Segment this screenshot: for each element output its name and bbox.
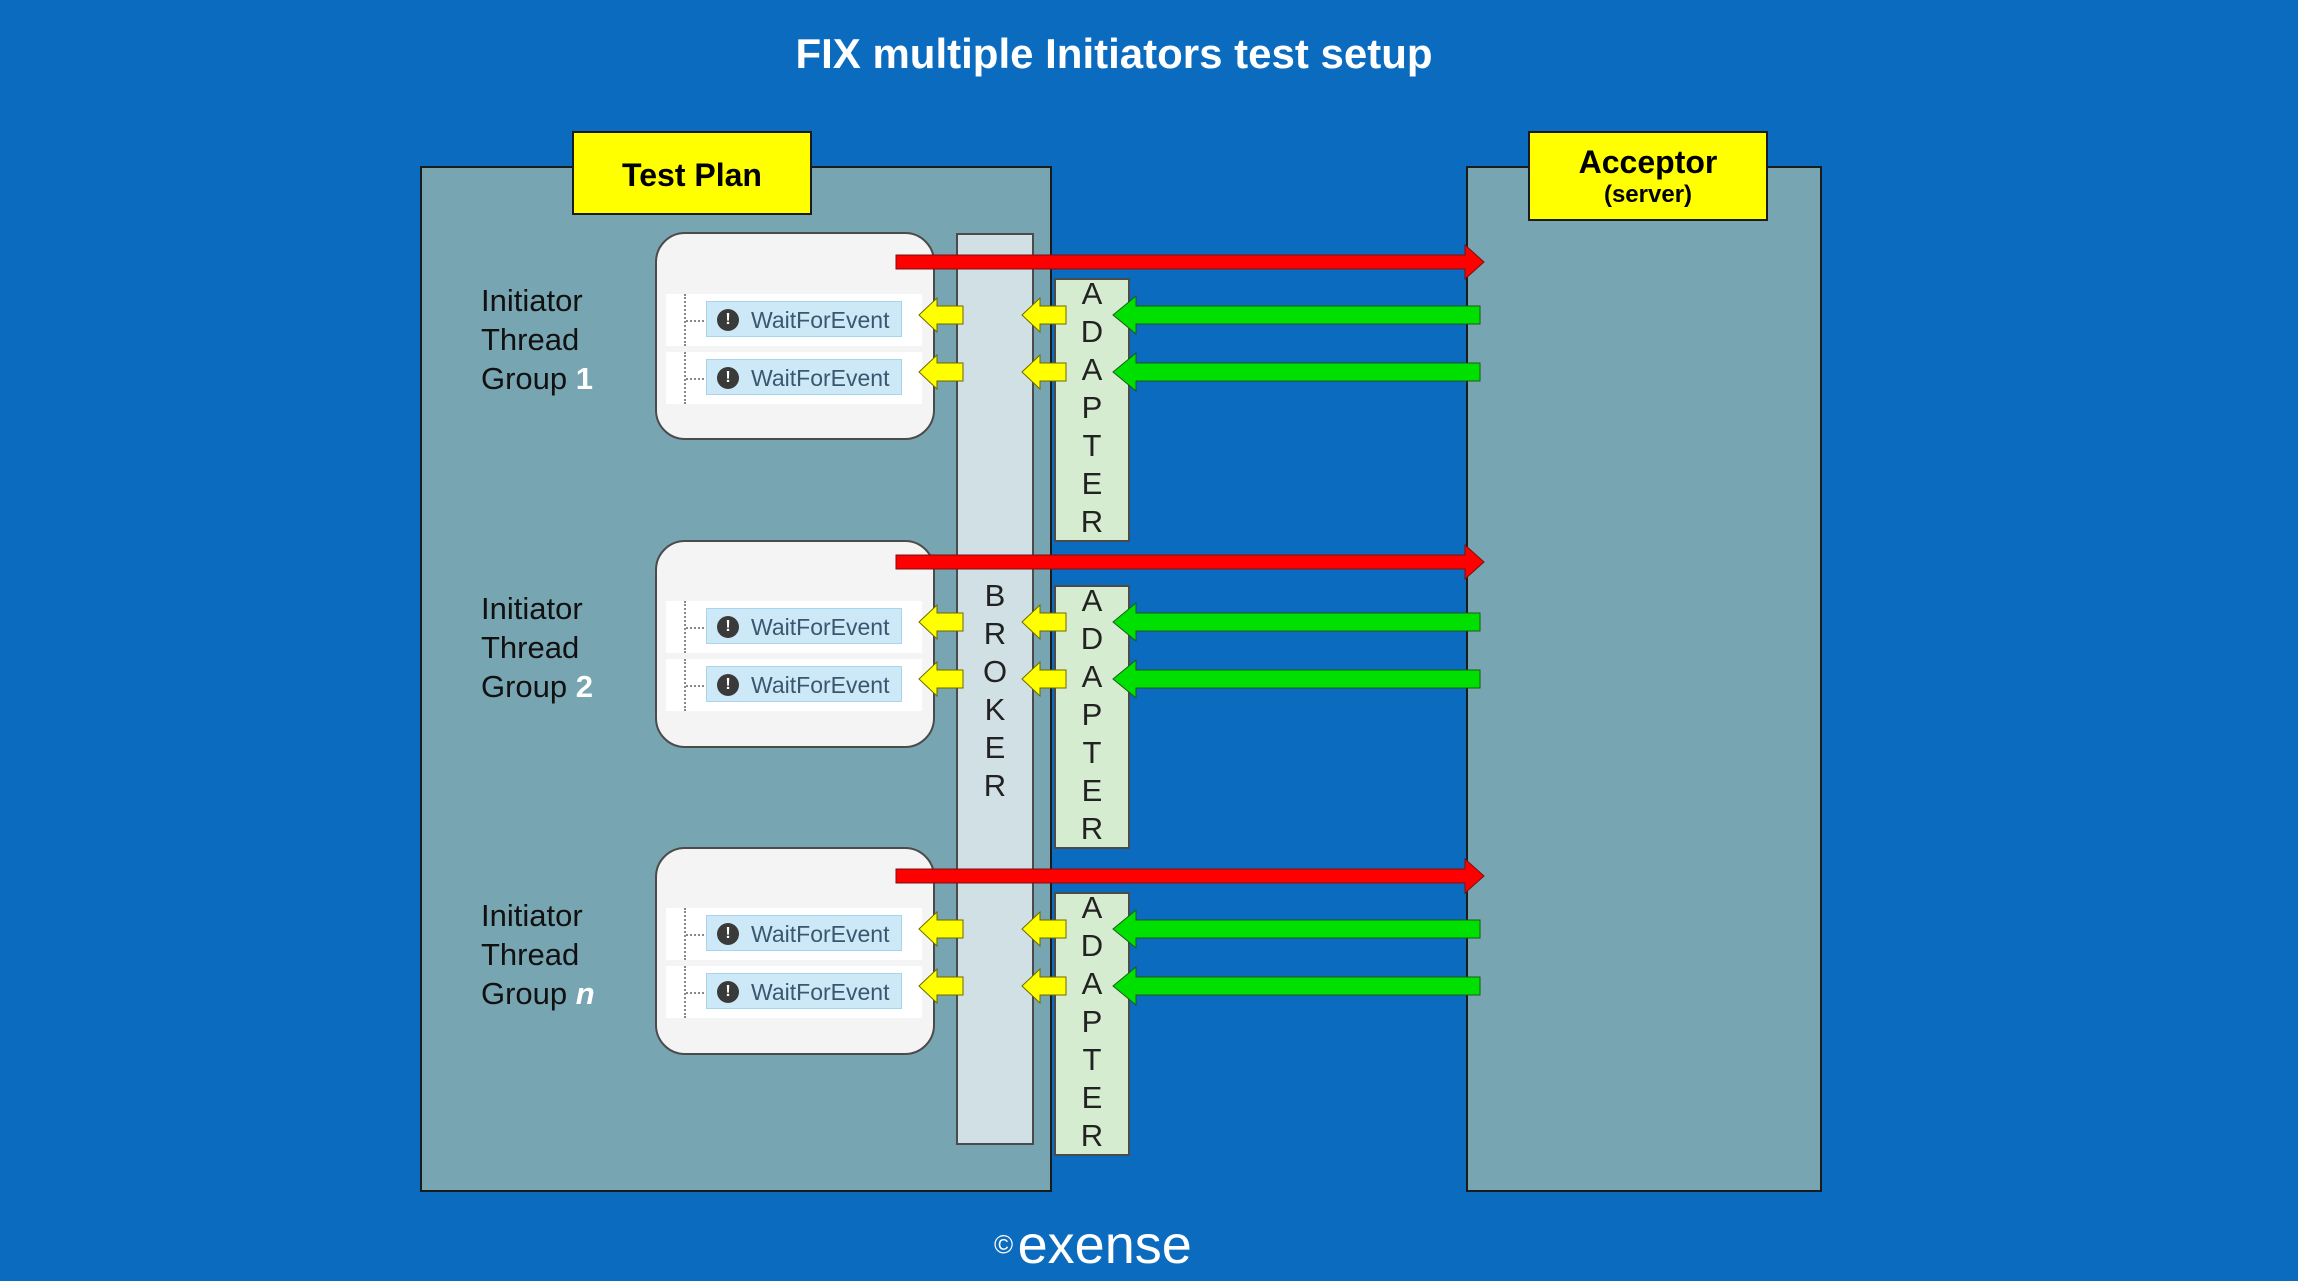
tree-connector — [686, 378, 704, 380]
acceptor-label: Acceptor (server) — [1528, 131, 1768, 221]
group-label-line: Initiator — [481, 283, 583, 318]
adapter-box-2 — [1054, 585, 1130, 849]
event-row[interactable]: ! WaitForEvent — [666, 294, 922, 346]
event-label: WaitForEvent — [751, 921, 890, 947]
outgoing-arrow — [895, 243, 1485, 281]
incoming-arrow — [1112, 908, 1481, 950]
tree-connector — [686, 934, 704, 936]
relay-arrow — [1021, 353, 1067, 391]
event-row[interactable]: ! WaitForEvent — [666, 908, 922, 960]
relay-arrow — [918, 603, 964, 641]
adapter-box-1 — [1054, 278, 1130, 542]
exclamation-icon: ! — [717, 616, 739, 638]
group-label-2: Initiator Thread Group 2 — [481, 589, 661, 706]
relay-arrow — [918, 967, 964, 1005]
relay-arrow — [918, 660, 964, 698]
tree-connector — [684, 966, 686, 1018]
broker-box — [956, 233, 1034, 1145]
tree-connector — [684, 659, 686, 711]
relay-arrow — [1021, 603, 1067, 641]
exclamation-icon: ! — [717, 981, 739, 1003]
wait-for-event-chip[interactable]: ! WaitForEvent — [706, 608, 902, 644]
tree-connector — [686, 320, 704, 322]
event-row[interactable]: ! WaitForEvent — [666, 659, 922, 711]
group-label-line: Thread — [481, 322, 580, 357]
incoming-arrow — [1112, 658, 1481, 700]
exclamation-icon: ! — [717, 923, 739, 945]
adapter-label: A D A P T E R — [1080, 583, 1104, 846]
relay-arrow — [918, 910, 964, 948]
adapter-box-n — [1054, 892, 1130, 1156]
test-plan-label: Test Plan — [572, 131, 812, 215]
incoming-arrow — [1112, 351, 1481, 393]
relay-arrow — [1021, 967, 1067, 1005]
outgoing-arrow — [895, 857, 1485, 895]
acceptor-title: Acceptor — [1578, 144, 1718, 180]
exclamation-icon: ! — [717, 674, 739, 696]
tree-connector — [686, 992, 704, 994]
event-label: WaitForEvent — [751, 614, 890, 640]
outgoing-arrow — [895, 543, 1485, 581]
group-label-line: Initiator — [481, 591, 583, 626]
group-label-word: Group — [481, 976, 576, 1011]
incoming-arrow — [1112, 601, 1481, 643]
broker-label: B R O K E R — [982, 578, 1008, 803]
relay-arrow — [1021, 296, 1067, 334]
tree-connector — [684, 352, 686, 404]
brand-name: exense — [1017, 1215, 1192, 1275]
wait-for-event-chip[interactable]: ! WaitForEvent — [706, 915, 902, 951]
diagram-title: FIX multiple Initiators test setup — [795, 30, 1433, 77]
tree-connector — [686, 627, 704, 629]
relay-arrow — [1021, 910, 1067, 948]
exclamation-icon: ! — [717, 367, 739, 389]
copyright-symbol: © — [994, 1229, 1014, 1260]
group-label-line: Group n — [481, 974, 661, 1013]
wait-for-event-chip[interactable]: ! WaitForEvent — [706, 973, 902, 1009]
group-number: n — [575, 976, 595, 1011]
copyright-footer: © exense — [994, 1214, 1192, 1276]
group-label-word: Group — [481, 669, 576, 704]
group-label-line: Group 1 — [481, 359, 661, 398]
adapter-label: A D A P T E R — [1080, 276, 1104, 539]
event-label: WaitForEvent — [751, 672, 890, 698]
event-label: WaitForEvent — [751, 979, 890, 1005]
group-label-line: Thread — [481, 937, 580, 972]
event-row[interactable]: ! WaitForEvent — [666, 601, 922, 653]
wait-for-event-chip[interactable]: ! WaitForEvent — [706, 301, 902, 337]
acceptor-subtitle: (server) — [1603, 181, 1693, 208]
wait-for-event-chip[interactable]: ! WaitForEvent — [706, 666, 902, 702]
relay-arrow — [918, 353, 964, 391]
adapter-label: A D A P T E R — [1080, 890, 1104, 1153]
event-row[interactable]: ! WaitForEvent — [666, 352, 922, 404]
tree-connector — [684, 908, 686, 960]
incoming-arrow — [1112, 294, 1481, 336]
group-label-n: Initiator Thread Group n — [481, 896, 661, 1013]
event-row[interactable]: ! WaitForEvent — [666, 966, 922, 1018]
relay-arrow — [918, 296, 964, 334]
group-number: 2 — [575, 669, 594, 704]
tree-connector — [686, 685, 704, 687]
exclamation-icon: ! — [717, 309, 739, 331]
acceptor-panel — [1466, 166, 1822, 1192]
tree-connector — [684, 601, 686, 653]
group-label-line: Thread — [481, 630, 580, 665]
event-label: WaitForEvent — [751, 307, 890, 333]
event-label: WaitForEvent — [751, 365, 890, 391]
tree-connector — [684, 294, 686, 346]
group-label-1: Initiator Thread Group 1 — [481, 281, 661, 398]
group-label-word: Group — [481, 361, 576, 396]
incoming-arrow — [1112, 965, 1481, 1007]
group-number: 1 — [575, 361, 594, 396]
group-label-line: Initiator — [481, 898, 583, 933]
group-label-line: Group 2 — [481, 667, 661, 706]
wait-for-event-chip[interactable]: ! WaitForEvent — [706, 359, 902, 395]
relay-arrow — [1021, 660, 1067, 698]
